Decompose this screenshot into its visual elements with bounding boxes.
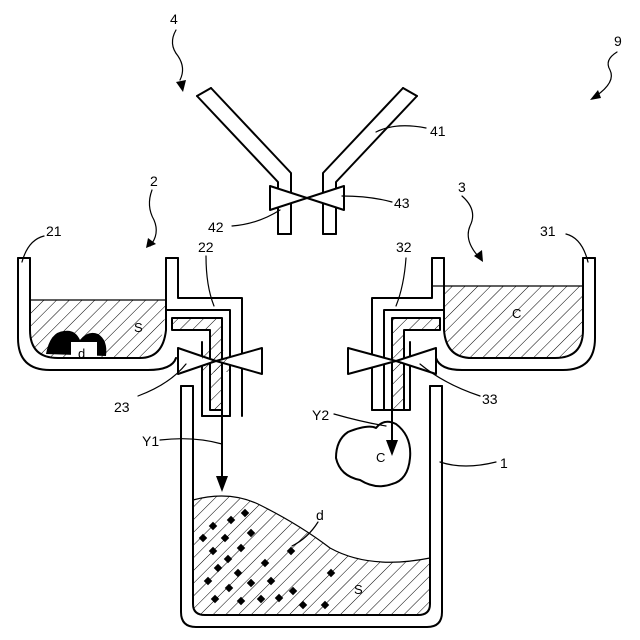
- material-c-falling: C: [376, 450, 385, 465]
- valve-23: [178, 348, 262, 374]
- ref-23: 23: [114, 399, 130, 415]
- ref-1: 1: [500, 455, 508, 471]
- ref-9: 9: [614, 33, 622, 49]
- ref-41: 41: [430, 123, 446, 139]
- ref-3: 3: [458, 179, 466, 195]
- material-d-left: d: [78, 346, 85, 361]
- ref-21: 21: [46, 223, 62, 239]
- ref-2: 2: [150, 173, 158, 189]
- ref-y1: Y1: [142, 433, 159, 449]
- ref-42: 42: [208, 219, 224, 235]
- ref-31: 31: [540, 223, 556, 239]
- material-d-tank: d: [316, 507, 324, 523]
- hopper-3: [348, 258, 595, 410]
- clump-c-falling: [336, 422, 410, 487]
- hopper-2: [18, 258, 262, 416]
- ref-43: 43: [394, 195, 410, 211]
- material-s-left: S: [134, 320, 143, 335]
- ref-y2: Y2: [312, 407, 329, 423]
- material-s-tank: S: [354, 582, 363, 597]
- material-c-right: C: [512, 306, 521, 321]
- feeder-4: [197, 88, 417, 234]
- valve-43: [270, 186, 344, 210]
- ref-4: 4: [170, 11, 178, 27]
- ref-22: 22: [198, 239, 214, 255]
- ref-33: 33: [482, 391, 498, 407]
- ref-32: 32: [396, 239, 412, 255]
